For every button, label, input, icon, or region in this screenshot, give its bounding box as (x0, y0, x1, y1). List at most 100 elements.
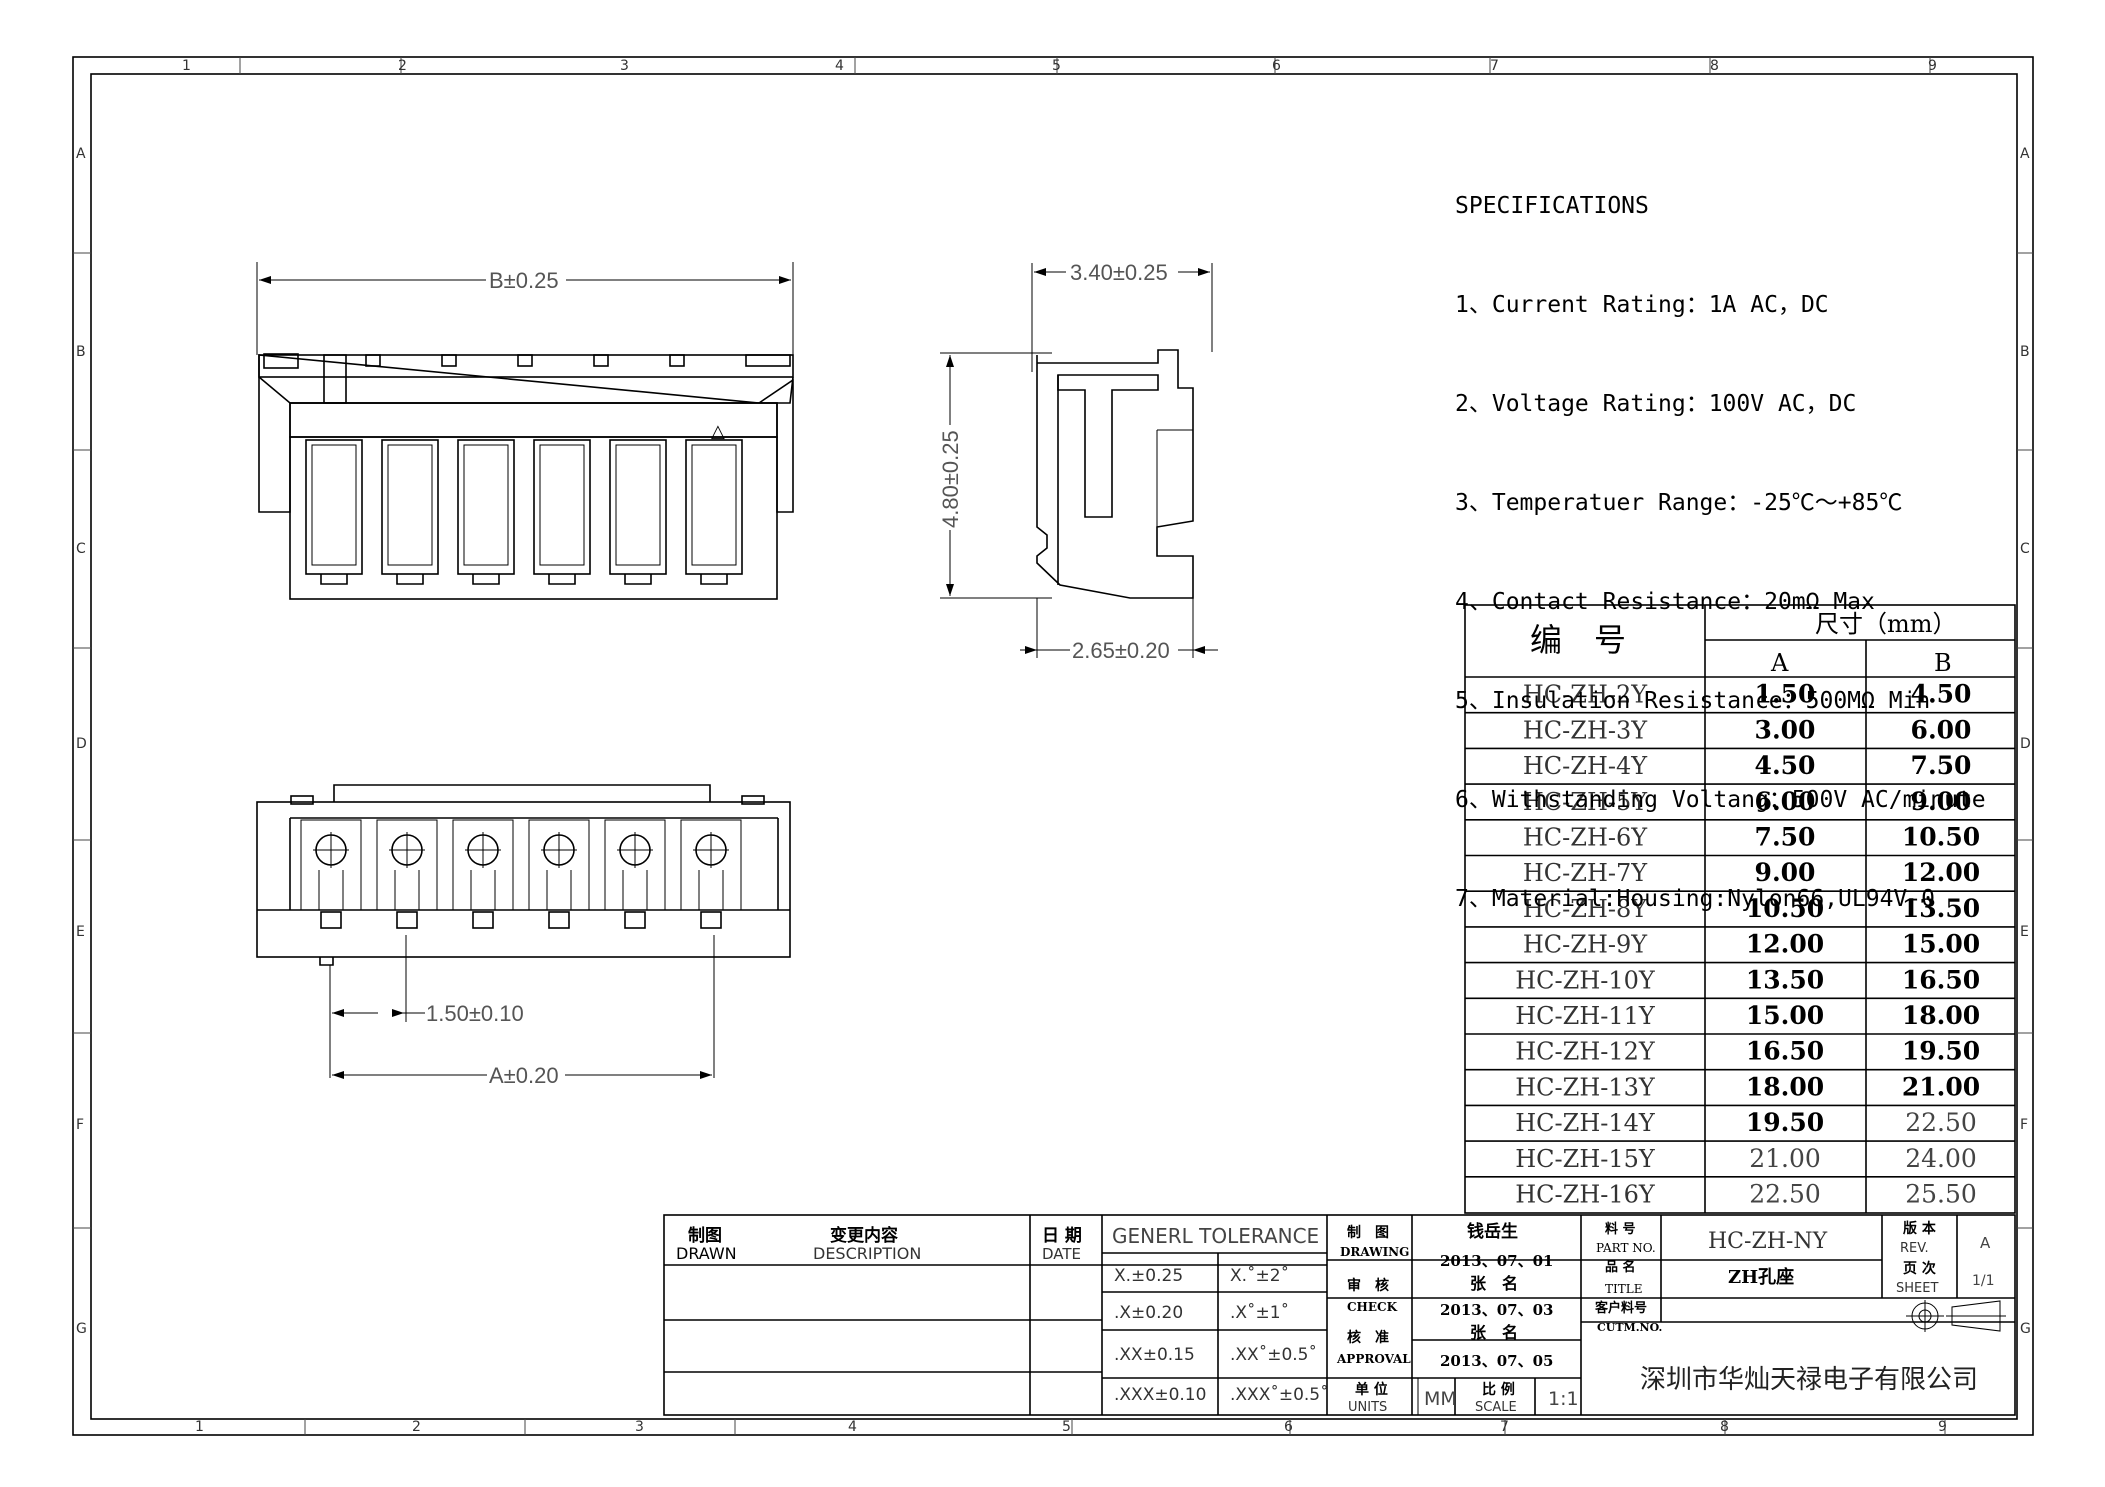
table-cell-a: 7.50 (1755, 823, 1816, 852)
sheet-value: 1/1 (1972, 1273, 1995, 1289)
table-cell-b: 25.50 (1905, 1180, 1977, 1209)
table-cell-a: 18.00 (1746, 1072, 1824, 1101)
table-header-b: B (1934, 649, 1952, 677)
table-cell-b: 21.00 (1902, 1072, 1980, 1101)
revno-en-label: REV. (1900, 1241, 1929, 1256)
company-name: 深圳市华灿天禄电子有限公司 (1640, 1365, 1978, 1395)
col-label: 5 (1062, 1419, 1071, 1435)
col-label: 8 (1720, 1419, 1729, 1435)
table-cell-b: 24.00 (1905, 1144, 1977, 1173)
dimension-265-label: 2.65±0.20 (1072, 638, 1170, 663)
table-cell-a: 6.00 (1755, 787, 1816, 816)
row-label: A (2020, 146, 2030, 162)
dimension-340-label: 3.40±0.25 (1070, 260, 1168, 285)
col-label: 2 (412, 1419, 421, 1435)
drawing-name: 钱岳生 (1467, 1221, 1518, 1242)
row-label: B (76, 344, 86, 360)
date-en-label: DATE (1042, 1245, 1081, 1263)
desc-zh-label: 变更内容 (830, 1225, 898, 1246)
rev-zh-label: 制图 (688, 1225, 722, 1246)
row-label: D (76, 736, 87, 752)
col-label: 6 (1272, 58, 1281, 74)
row-label: C (2020, 541, 2030, 557)
table-cell-model: HC-ZH-10Y (1515, 966, 1656, 994)
frame-row-labels-right: A B C D E F G (2020, 146, 2031, 1337)
table-cell-b: 15.00 (1902, 930, 1980, 959)
row-label: G (2020, 1321, 2031, 1337)
tolerance-angular: .XX˚±0.5˚ (1230, 1344, 1317, 1365)
col-label: 4 (848, 1419, 857, 1435)
table-cell-b: 4.50 (1911, 680, 1972, 709)
table-header-a: A (1770, 649, 1789, 677)
table-cell-a: 22.50 (1749, 1180, 1821, 1209)
table-cell-model: HC-ZH-6Y (1523, 824, 1648, 852)
desc-en-label: DESCRIPTION (813, 1244, 921, 1263)
table-cell-model: HC-ZH-12Y (1515, 1038, 1656, 1066)
table-cell-a: 19.50 (1746, 1108, 1824, 1137)
table-header-size: 尺寸（mm） (1815, 610, 1957, 638)
tolerance-linear: .X±0.20 (1114, 1303, 1183, 1323)
table-header-model: 编 号 (1530, 621, 1626, 659)
table-cell-a: 12.00 (1746, 930, 1824, 959)
check-en-label: CHECK (1347, 1300, 1398, 1314)
cust-en-label: CUTM.NO. (1597, 1321, 1662, 1334)
tolerance-angular: .X˚±1˚ (1230, 1302, 1289, 1323)
scale-zh-label: 比 例 (1482, 1381, 1515, 1398)
side-view: 3.40±0.25 4.80±0.25 2.65±0.20 (938, 260, 1218, 663)
table-cell-b: 9.00 (1911, 787, 1972, 816)
table-cell-b: 19.50 (1902, 1037, 1980, 1066)
scale-en-label: SCALE (1475, 1400, 1517, 1415)
table-cell-model: HC-ZH-11Y (1515, 1002, 1656, 1030)
part-en-label: PART NO. (1596, 1241, 1656, 1255)
row-label: E (76, 924, 85, 940)
col-label: 4 (835, 58, 844, 74)
sheet-en-label: SHEET (1896, 1281, 1938, 1296)
spec-item: 4、Contact Resistance：20mΩ Max (1455, 589, 1875, 615)
table-cell-a: 13.50 (1746, 965, 1824, 994)
spec-item: 3、Temperatuer Range：-25℃～+85℃ (1455, 490, 1903, 516)
table-cell-a: 3.00 (1755, 715, 1816, 744)
frame-column-labels-bottom: 1 2 3 4 5 6 7 8 9 (195, 1419, 1947, 1435)
col-label: 1 (182, 58, 191, 74)
tolerance-linear: .XX±0.15 (1114, 1345, 1195, 1365)
title-value: ZH孔座 (1728, 1266, 1794, 1288)
row-label: D (2020, 736, 2031, 752)
tolerance-linear: .XXX±0.10 (1114, 1385, 1206, 1405)
part-zh-label: 料 号 (1605, 1221, 1636, 1237)
sheet-zh-label: 页 次 (1903, 1260, 1936, 1277)
row-label: G (76, 1321, 87, 1337)
col-label: 1 (195, 1419, 204, 1435)
dimension-b-label: B±0.25 (489, 268, 559, 293)
table-cell-b: 10.50 (1902, 823, 1980, 852)
table-cell-b: 6.00 (1911, 715, 1972, 744)
col-label: 5 (1052, 58, 1061, 74)
table-cell-model: HC-ZH-3Y (1523, 716, 1648, 744)
spec-item: 6、Withstanding Voltang：500V AC/minute (1455, 787, 1986, 813)
title-zh-label: 品 名 (1605, 1259, 1636, 1275)
col-label: 3 (620, 58, 629, 74)
col-label: 3 (635, 1419, 644, 1435)
table-cell-a: 4.50 (1755, 751, 1816, 780)
dimension-480-label: 4.80±0.25 (938, 430, 963, 528)
table-cell-b: 22.50 (1905, 1108, 1977, 1137)
col-label: 7 (1500, 1419, 1509, 1435)
check-zh-label: 审 核 (1347, 1277, 1389, 1294)
projection-symbol-icon (1906, 1300, 2006, 1332)
scale-value: 1:1 (1548, 1388, 1579, 1410)
part-value: HC-ZH-NY (1708, 1229, 1828, 1254)
row-label: B (2020, 344, 2030, 360)
specifications-heading: SPECIFICATIONS (1455, 193, 1649, 219)
table-cell-b: 7.50 (1911, 751, 1972, 780)
table-cell-a: 21.00 (1749, 1144, 1821, 1173)
bottom-view: 1.50±0.10 A±0.20 (256, 784, 791, 1088)
table-cell-model: HC-ZH-4Y (1523, 752, 1648, 780)
frame-row-labels-left: A B C D E F G (76, 146, 87, 1337)
approval-name: 张 名 (1470, 1323, 1518, 1342)
approval-zh-label: 核 准 (1347, 1329, 1389, 1346)
front-view: B±0.25 △ (256, 262, 794, 600)
table-cell-model: HC-ZH-14Y (1515, 1109, 1656, 1137)
spec-item: 2、Voltage Rating：100V AC，DC (1455, 391, 1857, 417)
drawing-zh-label: 制 图 (1347, 1224, 1389, 1241)
pin1-marker-icon: △ (711, 421, 725, 442)
